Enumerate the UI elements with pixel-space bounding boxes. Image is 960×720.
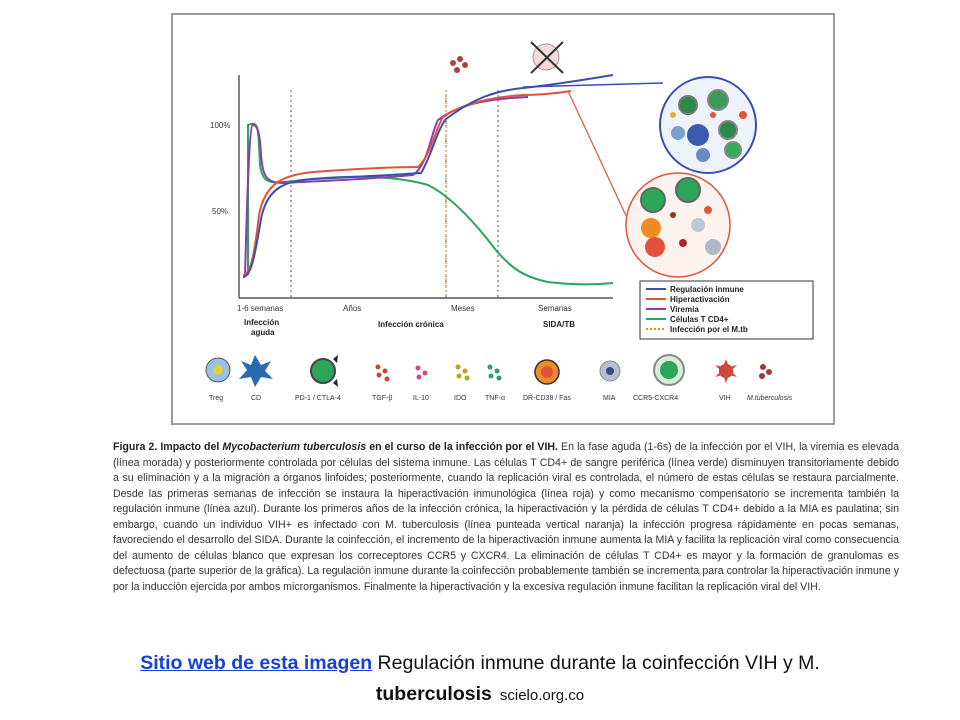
figure-frame: 100% 50% (171, 13, 835, 425)
cell-label-tgf: TGF-β (372, 395, 392, 402)
cell-label-il10: IL-10 (413, 395, 429, 402)
footer-description: Regulación inmune durante la coinfección… (372, 652, 820, 674)
cell-legend-row: Treg CD PD-1 / CTLA-4 TGF-β IL-10 IDO TN… (205, 354, 793, 402)
cell-label-mtb: M.tuberculosis (747, 395, 793, 402)
cell-label-mia: MIA (603, 395, 616, 402)
ccr5-cxcr4-icon (653, 354, 685, 386)
caption-label: Figura 2. Impacto del (113, 441, 223, 453)
phase-aids-tb: SIDA/TB (543, 320, 575, 329)
cell-label-treg: Treg (209, 395, 223, 402)
dendritic-cell-icon (239, 355, 273, 387)
footer-site: scielo.org.co (499, 687, 585, 704)
il10-icon (415, 365, 428, 380)
curve-legend: Regulación inmune Hiperactivación Viremi… (639, 280, 814, 340)
ido-icon (455, 364, 470, 381)
x-tick-years: Años (343, 304, 361, 313)
curve-hyperactivation (242, 90, 572, 276)
tnf-alpha-icon (487, 364, 502, 381)
tgf-beta-icon (375, 364, 390, 382)
cell-label-tnf: TNF-α (485, 395, 505, 402)
legend-label-hyperactivation: Hiperactivación (670, 295, 730, 304)
granuloma-zoom-circle (659, 76, 757, 174)
cell-label-pd1: PD-1 / CTLA-4 (295, 395, 341, 402)
x-tick-weeks-late: Semanas (538, 304, 572, 313)
hiv-icon (715, 359, 737, 383)
zoom-connector-top (522, 82, 664, 88)
figure-diagram: 100% 50% (205, 41, 814, 402)
image-source-footer: Sitio web de esta imagen Regulación inmu… (40, 648, 920, 711)
mtb-cluster-icon (450, 56, 468, 73)
mia-icon (599, 360, 621, 382)
coinfection-zoom-circle (625, 172, 731, 278)
x-tick-weeks: 1-6 semanas (237, 304, 283, 313)
footer-description-bold: tuberculosis (375, 683, 492, 705)
legend-label-cd4: Células T CD4+ (670, 315, 729, 324)
treg-icon (205, 357, 231, 383)
pd1-ctla4-icon (310, 355, 338, 387)
cell-label-dr-cd38: DR-CD38 / Fas (523, 395, 571, 402)
caption-text: En la fase aguda (1-6s) de la infección … (113, 441, 899, 593)
zoom-connector-bottom (567, 90, 629, 221)
phase-acute-line2: aguda (251, 328, 275, 337)
mtuberculosis-icon (759, 364, 772, 379)
cell-label-cd: CD (251, 395, 261, 402)
y-tick-100: 100% (210, 121, 230, 130)
phase-chronic: Infección crónica (378, 320, 444, 329)
figure-caption: Figura 2. Impacto del Mycobacterium tube… (113, 440, 899, 595)
cell-label-ccr5: CCR5-CXCR4 (633, 395, 678, 402)
legend-label-mtb: Infección por el M.tb (670, 325, 748, 334)
hiv-crossed-icon (530, 41, 564, 74)
cell-label-ido: IDO (454, 395, 467, 402)
caption-italic: Mycobacterium tuberculosis (222, 441, 367, 453)
image-source-link[interactable]: Sitio web de esta imagen (140, 652, 373, 674)
curve-viremia (244, 96, 529, 276)
legend-label-viremia: Viremia (670, 305, 699, 314)
curve-immune-regulation (242, 74, 614, 278)
legend-label-immune-regulation: Regulación inmune (670, 285, 744, 294)
phase-acute-line1: Infección (244, 318, 279, 327)
dr-cd38-fas-icon (534, 359, 560, 385)
x-tick-months: Meses (451, 304, 475, 313)
caption-label-end: en el curso de la infección por el VIH. (366, 441, 558, 453)
y-tick-50: 50% (212, 207, 228, 216)
cell-label-vih: VIH (719, 395, 731, 402)
